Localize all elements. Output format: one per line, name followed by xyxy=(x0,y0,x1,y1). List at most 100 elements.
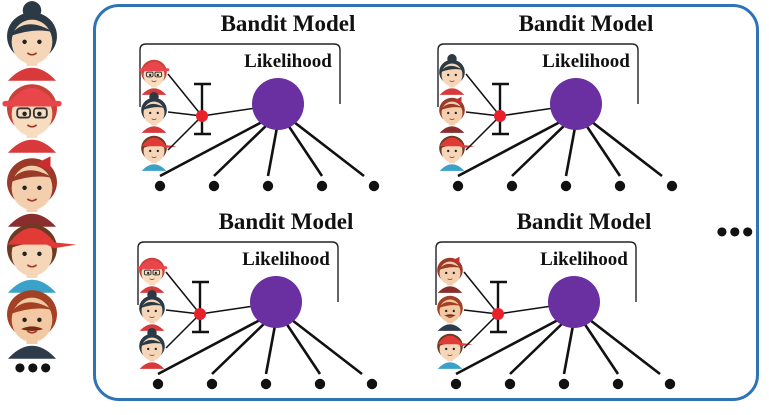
arm-node xyxy=(450,378,462,390)
arm-edge xyxy=(589,318,661,376)
bandit-model-title: Bandit Model xyxy=(218,209,354,234)
bandit-panel-3: Bandit Model Likelihood xyxy=(136,210,436,410)
likelihood-error-bar xyxy=(192,280,209,334)
user-f-avatar xyxy=(437,295,463,331)
bandit-panel-1: Bandit Model Likelihood xyxy=(138,12,438,212)
more-users-ellipsis: ••• xyxy=(14,350,53,387)
likelihood-point xyxy=(194,308,206,320)
bandit-model-node xyxy=(250,276,302,328)
arm-edge xyxy=(211,319,269,375)
arm-edge xyxy=(266,121,280,177)
user-link-line xyxy=(463,271,499,315)
likelihood-error-bar xyxy=(490,280,507,334)
arm-edge xyxy=(582,121,622,177)
arm-edge xyxy=(213,121,271,177)
user-link-line xyxy=(167,73,203,117)
user-f-avatar xyxy=(7,290,57,359)
likelihood-label: Likelihood xyxy=(542,51,630,72)
bandit-model-node xyxy=(548,276,600,328)
user-e-avatar xyxy=(141,135,177,171)
user-d-avatar xyxy=(141,92,167,133)
bandit-model-node xyxy=(252,78,304,130)
user-d-avatar xyxy=(139,290,165,331)
arm-edge xyxy=(564,121,578,177)
arm-node xyxy=(260,378,272,390)
likelihood-point xyxy=(494,110,506,122)
arm-node xyxy=(206,378,218,390)
arm-edge xyxy=(511,121,569,177)
user-b-avatar xyxy=(138,59,170,95)
arm-edge xyxy=(591,120,663,178)
user-link-line xyxy=(167,115,203,151)
arm-node xyxy=(504,378,516,390)
user-a-avatar xyxy=(439,54,465,95)
bandit-model-title: Bandit Model xyxy=(516,209,652,234)
likelihood-label: Likelihood xyxy=(540,249,628,270)
likelihood-error-bar xyxy=(194,82,211,136)
user-column xyxy=(0,0,80,410)
arm-node xyxy=(366,378,378,390)
arm-node xyxy=(614,180,626,192)
likelihood-link-line xyxy=(199,305,255,315)
bandit-model-title: Bandit Model xyxy=(220,11,356,36)
bandit-panel-2: Bandit Model Likelihood xyxy=(436,12,736,212)
arm-node xyxy=(368,180,380,192)
bandit-model-node xyxy=(550,78,602,130)
user-e-avatar xyxy=(439,135,475,171)
likelihood-bracket xyxy=(137,241,339,305)
user-b-avatar xyxy=(2,84,62,153)
user-b-avatar xyxy=(136,257,168,293)
arm-node xyxy=(152,378,164,390)
bandit-model-title: Bandit Model xyxy=(518,11,654,36)
likelihood-label: Likelihood xyxy=(244,51,332,72)
user-a-avatar xyxy=(7,1,57,81)
likelihood-link-line xyxy=(499,107,555,117)
likelihood-bracket xyxy=(139,43,341,107)
arm-node xyxy=(314,378,326,390)
arm-edge xyxy=(159,120,263,178)
arm-node xyxy=(316,180,328,192)
user-c-avatar xyxy=(437,256,463,293)
likelihood-error-bar xyxy=(492,82,509,136)
arm-edge xyxy=(580,319,620,375)
more-models-ellipsis: ••• xyxy=(716,214,755,251)
user-e-avatar xyxy=(437,333,473,369)
user-link-line xyxy=(165,271,201,315)
arm-node xyxy=(208,180,220,192)
user-link-line xyxy=(165,313,201,349)
likelihood-point xyxy=(196,110,208,122)
arm-node xyxy=(558,378,570,390)
arm-node xyxy=(154,180,166,192)
bandit-models-frame xyxy=(93,4,759,401)
user-c-avatar xyxy=(7,156,57,227)
user-e-avatar xyxy=(7,224,77,293)
user-link-line xyxy=(465,73,501,117)
arm-edge xyxy=(509,319,567,375)
arm-edge xyxy=(291,318,363,376)
arm-node xyxy=(452,180,464,192)
arm-node xyxy=(262,180,274,192)
bandit-panel-4: Bandit Model Likelihood xyxy=(434,210,734,410)
user-c-avatar xyxy=(439,96,465,133)
likelihood-point xyxy=(492,308,504,320)
arm-edge xyxy=(455,318,559,376)
likelihood-bracket xyxy=(437,43,639,107)
arm-edge xyxy=(157,318,261,376)
arm-node xyxy=(666,180,678,192)
arm-node xyxy=(506,180,518,192)
arm-edge xyxy=(264,319,278,375)
likelihood-link-line xyxy=(497,305,553,315)
user-a-avatar xyxy=(139,328,165,369)
user-link-line xyxy=(465,115,501,151)
arm-edge xyxy=(457,120,561,178)
likelihood-link-line xyxy=(201,107,257,117)
arm-node xyxy=(560,180,572,192)
arm-node xyxy=(612,378,624,390)
arm-edge xyxy=(284,121,324,177)
user-link-line xyxy=(463,313,499,349)
likelihood-label: Likelihood xyxy=(242,249,330,270)
arm-node xyxy=(664,378,676,390)
arm-edge xyxy=(562,319,576,375)
arm-edge xyxy=(293,120,365,178)
arm-edge xyxy=(282,319,322,375)
